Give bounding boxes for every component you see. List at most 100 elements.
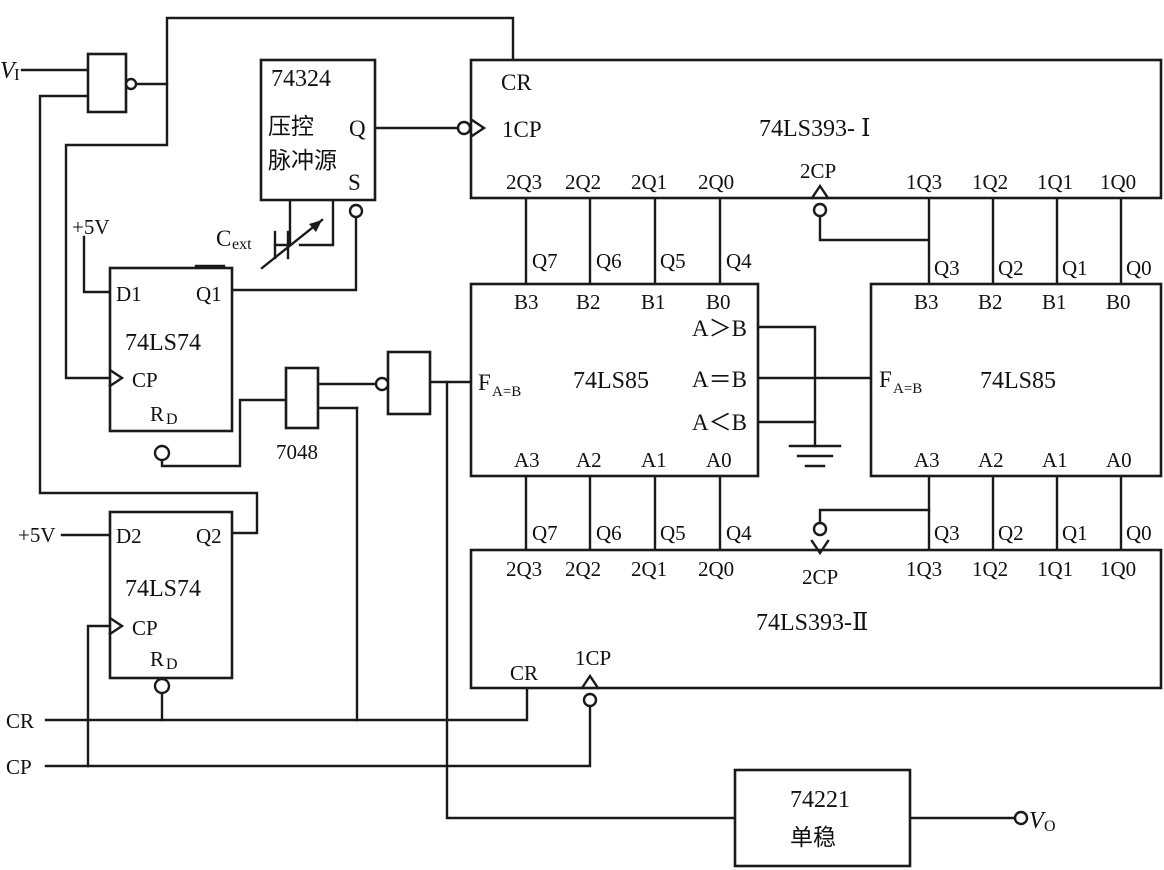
comp-left-a: A1 <box>641 448 667 472</box>
counter2-name: 74LS393-Ⅱ <box>756 610 868 636</box>
vco-box <box>259 58 377 202</box>
comp-left-a: A0 <box>706 448 732 472</box>
vco-part: 74324 <box>271 66 331 92</box>
cext-label: C <box>216 226 231 251</box>
vco-line1: 压控 <box>268 114 314 140</box>
bit-label: Q6 <box>596 249 622 273</box>
supply-2: +5V <box>18 523 56 547</box>
counter2-out: 2Q0 <box>698 557 734 581</box>
ff1-rd-sub: D <box>166 411 178 428</box>
mono-part: 74221 <box>790 787 850 813</box>
comp-left-f: F <box>478 370 491 395</box>
counter1-2cp: 2CP <box>800 159 836 183</box>
ff2-cp: CP <box>132 616 158 640</box>
bit-label: Q2 <box>998 521 1024 545</box>
counter1-out: 2Q1 <box>631 170 667 194</box>
comp-right-b: B0 <box>1106 290 1131 314</box>
comp-left-lt: A＜B <box>692 410 747 435</box>
bit-label: Q4 <box>726 521 752 545</box>
gate-7048-label: 7048 <box>276 440 318 464</box>
bit-label: Q6 <box>596 521 622 545</box>
bit-label: Q0 <box>1126 256 1152 280</box>
ff1-rd: R <box>150 402 164 426</box>
ff1-name: 74LS74 <box>125 330 201 356</box>
comp-left-a: A3 <box>514 448 540 472</box>
comp-right-fsub: A=B <box>893 381 922 397</box>
counter-1-box <box>469 58 1163 200</box>
nand-gate <box>86 52 128 114</box>
bit-label: Q5 <box>660 249 686 273</box>
counter2-out: 1Q0 <box>1100 557 1136 581</box>
ff1-d: D1 <box>116 282 142 306</box>
comp-left-gt: A＞B <box>692 316 747 341</box>
counter2-out: 1Q2 <box>972 557 1008 581</box>
ff2-q: Q2 <box>196 524 222 548</box>
counter1-out: 2Q0 <box>698 170 734 194</box>
mono-name: 单稳 <box>790 825 836 851</box>
comp-right-b: B1 <box>1042 290 1067 314</box>
counter2-out: 2Q3 <box>506 557 542 581</box>
bit-label: Q1 <box>1062 256 1088 280</box>
bit-label: Q3 <box>934 521 960 545</box>
chip-boxes <box>86 52 1163 868</box>
vi-label: V <box>0 58 17 84</box>
counter1-name: 74LS393- Ⅰ <box>759 116 870 142</box>
comp-left-b: B3 <box>514 290 539 314</box>
comp-left-a: A2 <box>576 448 602 472</box>
vco-q-label: Q <box>349 116 366 141</box>
mono-box <box>733 768 912 868</box>
cr-input-label: CR <box>6 709 34 733</box>
bit-label: Q7 <box>532 521 558 545</box>
supply-1: +5V <box>72 215 110 239</box>
ff2-d: D2 <box>116 524 142 548</box>
wires <box>20 16 1123 820</box>
pin-markers <box>108 77 1029 826</box>
counter1-out: 1Q2 <box>972 170 1008 194</box>
ff2-name: 74LS74 <box>125 576 201 602</box>
counter-2-box <box>469 548 1163 690</box>
bit-label: Q4 <box>726 249 752 273</box>
counter2-out: 1Q1 <box>1037 557 1073 581</box>
vi-sub: I <box>14 65 20 84</box>
counter2-2cp: 2CP <box>802 565 838 589</box>
counter1-out: 1Q3 <box>906 170 942 194</box>
counter1-out: 2Q3 <box>506 170 542 194</box>
counter2-1cp: 1CP <box>575 646 611 670</box>
comp-right-a: A1 <box>1042 448 1068 472</box>
vco-s-label: S <box>348 170 361 195</box>
comp-right-b: B2 <box>978 290 1003 314</box>
gate-7048 <box>284 366 320 430</box>
ff2-box <box>108 510 234 680</box>
vo-sub: O <box>1044 818 1056 835</box>
cp-input-label: CP <box>6 755 32 779</box>
ff2-rd: R <box>150 647 164 671</box>
comparator-left-box <box>469 282 760 478</box>
comp-left-name: 74LS85 <box>573 368 649 394</box>
comp-left-b: B1 <box>641 290 666 314</box>
bit-label: Q5 <box>660 521 686 545</box>
ff1-box <box>108 266 234 433</box>
ff1-cp: CP <box>132 368 158 392</box>
comp-right-a: A3 <box>914 448 940 472</box>
vo-label: V <box>1029 808 1046 834</box>
bit-label: Q2 <box>998 256 1024 280</box>
bit-label: Q3 <box>934 256 960 280</box>
comp-right-b: B3 <box>914 290 939 314</box>
counter1-1cp: 1CP <box>502 117 542 142</box>
comp-right-a: A0 <box>1106 448 1132 472</box>
comparator-right-box <box>869 282 1163 478</box>
and-gate <box>386 350 432 416</box>
counter2-out: 2Q1 <box>631 557 667 581</box>
comp-right-f: F <box>879 367 892 392</box>
cext-sub: ext <box>232 236 252 253</box>
counter1-out: 1Q1 <box>1037 170 1073 194</box>
vco-line2: 脉冲源 <box>268 148 337 174</box>
bit-label: Q7 <box>532 249 558 273</box>
comp-left-b: B0 <box>706 290 731 314</box>
ff1-qbar: Q1 <box>196 282 222 306</box>
comp-left-fsub: A=B <box>492 384 521 400</box>
counter1-cr: CR <box>501 70 532 95</box>
counter2-out: 1Q3 <box>906 557 942 581</box>
counter1-out: 1Q0 <box>1100 170 1136 194</box>
